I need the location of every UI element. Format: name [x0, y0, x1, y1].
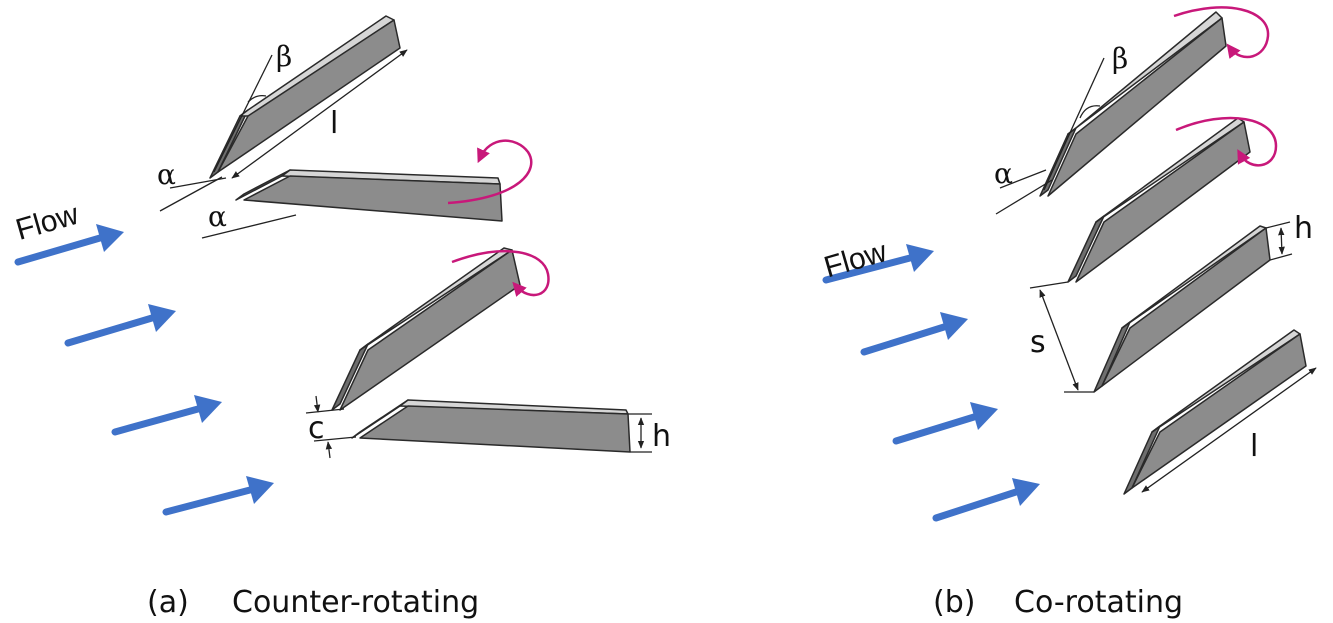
flow-label-b: Flow: [820, 235, 890, 284]
flow-arrow: [860, 312, 968, 356]
beta-label-a: β: [276, 40, 292, 73]
gap-ext-line-top: [305, 408, 345, 414]
flow-label-a: Flow: [12, 198, 82, 247]
caption-label-a: (a): [147, 585, 189, 620]
alpha-label-a-bottom: α: [208, 200, 227, 233]
alpha-ref-line-a1b: [169, 177, 227, 189]
alpha-ref-line-a2: [201, 214, 297, 239]
vane-a2: [235, 169, 503, 222]
alpha-label-b: α: [994, 157, 1013, 190]
beta-label-b: β: [1112, 42, 1128, 75]
beta-arc-b: [1079, 105, 1101, 119]
vortex-arrow-b1: [1173, 6, 1270, 59]
flow-arrows-b: [822, 244, 1040, 522]
length-dimension-a: [231, 49, 408, 179]
caption-text-a: Counter-rotating: [232, 585, 479, 620]
vane-a1: [209, 15, 401, 179]
vortex-arrow-a2: [451, 249, 550, 297]
flow-arrow: [64, 304, 176, 347]
length-dimension-b: [1141, 367, 1317, 493]
flow-arrow: [892, 402, 998, 445]
panel-a: Flow β l α α: [12, 15, 671, 620]
flow-arrow: [111, 395, 222, 436]
spacing-ext-top: [1029, 281, 1069, 289]
beta-ref-line-b: [1043, 57, 1105, 191]
flow-arrow: [932, 478, 1040, 522]
panel-b: Flow β α h s: [820, 6, 1317, 620]
alpha-ref-line-a1: [159, 176, 223, 212]
vortex-arrow-b2: [1175, 116, 1278, 167]
flow-arrow: [162, 476, 274, 516]
spacing-dimension-b: [1039, 289, 1079, 391]
gap-label-a: c: [308, 411, 325, 446]
length-label-a: l: [330, 106, 338, 141]
height-label-b: h: [1294, 211, 1313, 246]
height-label-a: h: [652, 419, 671, 454]
vane-b2: [1067, 117, 1251, 283]
gap-dimension-a: [313, 395, 321, 413]
vane-a4: [351, 399, 631, 453]
flow-arrow: [822, 244, 934, 284]
length-label-b: l: [1250, 429, 1258, 464]
vane-a3: [331, 247, 521, 411]
caption-label-b: (b): [933, 585, 975, 620]
height-dimension-b: [1278, 227, 1285, 255]
alpha-ref-line-b2: [999, 169, 1047, 189]
alpha-ref-line-b1: [995, 179, 1053, 215]
vane-b4: [1123, 329, 1307, 495]
caption-text-b: Co-rotating: [1014, 585, 1183, 620]
flow-arrow: [14, 224, 124, 266]
vortex-arrow-a1: [447, 139, 533, 205]
alpha-label-a-top: α: [157, 158, 176, 191]
height-ext-bottom-b: [1269, 253, 1293, 261]
spacing-label-b: s: [1030, 325, 1046, 360]
height-ext-top-b: [1265, 221, 1291, 229]
gap-dimension-a2: [325, 441, 333, 459]
gap-ext-line-bottom: [313, 436, 357, 442]
flow-arrows-a: [14, 224, 274, 516]
